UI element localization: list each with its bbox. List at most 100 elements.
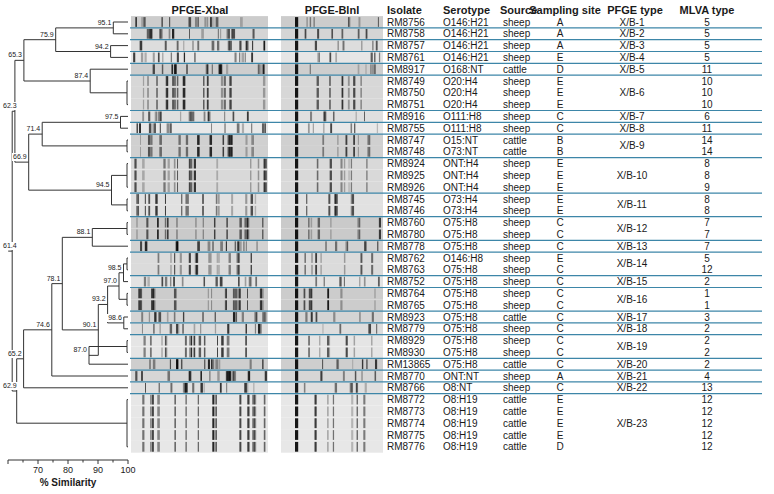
isolate-id: RM8761 <box>387 52 425 63</box>
gel-lane <box>281 229 383 241</box>
gel-band <box>235 312 237 322</box>
gel-band <box>304 253 306 263</box>
gel-band <box>150 430 151 440</box>
gel-band <box>175 76 177 86</box>
gel-band <box>194 159 196 169</box>
gel-band <box>165 41 167 51</box>
sampling-site: B <box>557 135 564 146</box>
sampling-site: E <box>557 406 564 417</box>
gel-band <box>235 289 238 299</box>
gel-lane <box>131 358 268 370</box>
gel-band <box>366 182 368 192</box>
gel-band <box>170 123 172 133</box>
gel-band <box>247 41 249 51</box>
gel-band <box>252 418 255 428</box>
gel-band <box>310 300 312 310</box>
gel-band <box>157 418 160 428</box>
serotype: O75:H8 <box>443 276 477 287</box>
gel-band <box>315 430 317 440</box>
sampling-site: C <box>556 300 563 311</box>
gel-band <box>161 277 163 287</box>
mlva-type: 14 <box>701 135 712 146</box>
gel-band <box>161 17 162 27</box>
gel-band <box>141 300 142 310</box>
source: sheep <box>503 288 530 299</box>
gel-band <box>221 336 223 346</box>
serotype: ONT:H4 <box>443 170 479 181</box>
gel-band <box>344 159 345 169</box>
gel-band <box>189 29 191 39</box>
isolate-id: RM8765 <box>387 300 425 311</box>
mlva-type: 11 <box>702 64 712 75</box>
sampling-site: A <box>557 28 564 39</box>
gel-band <box>194 348 196 358</box>
gel-lane <box>281 264 383 276</box>
gel-band <box>247 112 249 122</box>
gel-lane <box>281 122 383 134</box>
dendrogram-branch <box>42 145 127 146</box>
gel-band <box>165 336 167 346</box>
dendrogram-branch <box>12 391 17 392</box>
gel-band <box>315 395 317 405</box>
gel-band <box>168 182 170 192</box>
gel-band <box>227 324 229 334</box>
isolate-id: RM8926 <box>387 182 425 193</box>
gel-band <box>207 76 208 86</box>
gel-band <box>136 218 138 228</box>
gel-lane <box>131 252 268 264</box>
gel-band <box>295 289 298 299</box>
gel-lane <box>131 122 268 134</box>
gel-band <box>329 336 331 346</box>
gel-band <box>315 418 317 428</box>
gel-band <box>357 407 358 417</box>
gel-band <box>236 253 237 263</box>
sampling-site: C <box>556 335 563 346</box>
gel-band <box>236 265 237 275</box>
gel-band <box>174 64 177 74</box>
gel-band <box>340 159 342 169</box>
isolate-id: RM8746 <box>387 205 425 216</box>
gel-band <box>231 135 232 145</box>
mlva-type: 5 <box>704 40 710 51</box>
mlva-type: 12 <box>701 406 712 417</box>
gel-band <box>242 123 244 133</box>
gel-band <box>317 88 319 98</box>
serotype: O146:H21 <box>443 28 489 39</box>
mlva-type: 7 <box>704 241 710 252</box>
gel-lane <box>131 323 268 335</box>
gel-band <box>366 29 367 39</box>
gel-band <box>194 53 195 63</box>
gel-band <box>218 194 220 204</box>
isolate-id: RM8923 <box>387 312 425 323</box>
gel-lane <box>281 288 383 300</box>
isolate-id: RM8757 <box>387 40 425 51</box>
gel-band <box>306 206 307 216</box>
gel-band <box>238 265 240 275</box>
gel-band <box>202 194 204 204</box>
gel-band <box>176 359 178 369</box>
gel-band <box>323 277 325 287</box>
gel-band <box>208 300 209 310</box>
gel-band <box>173 277 175 287</box>
gel-band <box>315 442 317 452</box>
mlva-type: 5 <box>704 52 710 63</box>
gel-band <box>375 371 377 381</box>
gel-band <box>185 336 187 346</box>
isolate-id: RM8756 <box>387 17 425 28</box>
gel-band <box>159 29 161 39</box>
gel-band <box>252 407 255 417</box>
gel-lane <box>131 264 268 276</box>
pfge-type: X/B-4 <box>619 52 644 63</box>
gel-band <box>151 147 152 157</box>
gel-band <box>212 418 214 428</box>
gel-band <box>215 430 216 440</box>
gel-band <box>167 312 169 322</box>
gel-band <box>142 430 144 440</box>
gel-band <box>260 324 262 334</box>
gel-band <box>223 147 225 157</box>
gel-band <box>136 123 138 133</box>
mlva-type: 11 <box>702 123 712 134</box>
gel-band <box>177 53 178 63</box>
gel-band <box>335 194 337 204</box>
gel-band <box>161 348 162 358</box>
